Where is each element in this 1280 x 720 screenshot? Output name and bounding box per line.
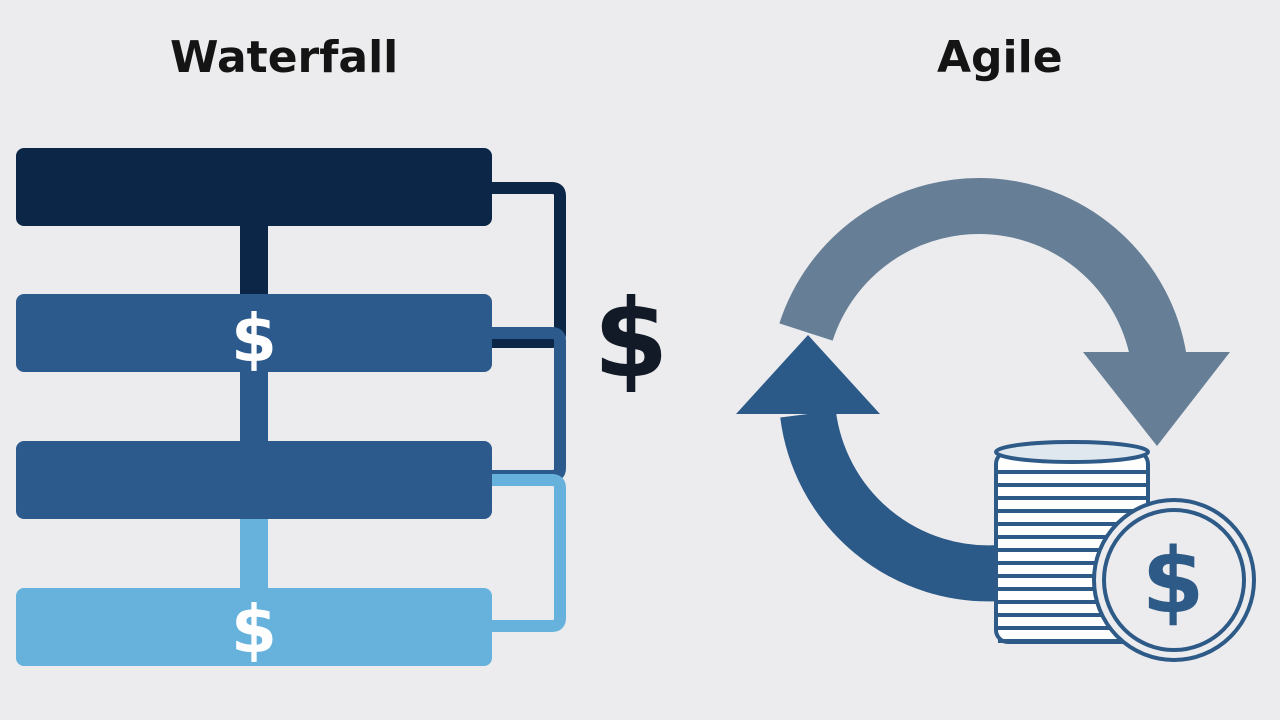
coin-inner: [1102, 508, 1246, 652]
coin-stack-ridge: [998, 600, 1146, 604]
waterfall-connector-3: [488, 474, 566, 632]
waterfall-spine-1: [240, 222, 268, 298]
cycle-arrows-icon: [736, 178, 1230, 602]
coin-stack-ridge: [998, 613, 1146, 617]
coin-stack-ridge: [998, 470, 1146, 474]
coin-stack-ridge: [998, 561, 1146, 565]
agile-diagram: $: [736, 178, 1256, 662]
coin-stack-ridges: [998, 470, 1146, 643]
coin-stack-ridge: [998, 522, 1146, 526]
waterfall-connector-1: [488, 182, 566, 348]
coin-stack-ridge: [998, 639, 1146, 643]
coin-stack-ridge: [998, 496, 1146, 500]
waterfall-stage-3: [16, 441, 492, 519]
cycle-arrowhead-down: [1083, 352, 1230, 446]
waterfall-stage-4: [16, 588, 492, 666]
waterfall-stage-2: [16, 294, 492, 372]
coin-stack-ridge: [998, 535, 1146, 539]
waterfall-spine-3: [240, 516, 268, 592]
cycle-arrow-bottom: [780, 409, 1002, 602]
coin-stack-ridge: [998, 509, 1146, 513]
coin-stack-ridge: [998, 626, 1146, 630]
coin-outer: [1092, 498, 1256, 662]
cycle-arrowhead-up: [736, 335, 880, 414]
waterfall-stage-1: [16, 148, 492, 226]
waterfall-connector-2: [488, 327, 566, 482]
coin-stack-ridge: [998, 574, 1146, 578]
cycle-arrow-top: [779, 178, 1187, 365]
coin-stack-ridge: [998, 548, 1146, 552]
dollar-sign-icon: $: [231, 591, 277, 668]
dollar-sign-icon: $: [231, 300, 277, 377]
waterfall-spine-2: [240, 370, 268, 444]
coin-stack-ridge: [998, 483, 1146, 487]
dollar-sign-icon: $: [593, 277, 668, 402]
coin-icon: $: [1092, 498, 1256, 662]
waterfall-heading: Waterfall: [170, 32, 399, 83]
coin-stack-top: [994, 440, 1150, 464]
agile-heading: Agile: [937, 32, 1063, 83]
coin-stack-ridge: [998, 587, 1146, 591]
dollar-sign-icon: $: [1142, 529, 1205, 634]
waterfall-diagram: $ $: [16, 148, 566, 668]
